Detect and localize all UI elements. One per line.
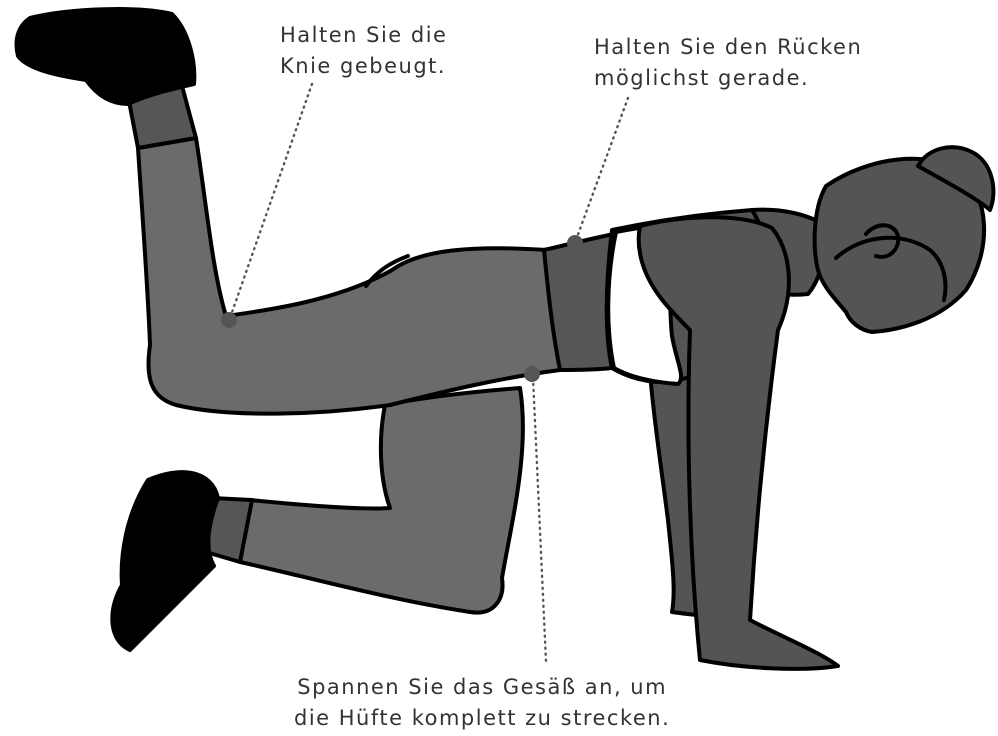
knees-leader-line: [230, 84, 312, 318]
support-shoe: [112, 472, 218, 650]
knees-annotation-line-1: Halten Sie die: [280, 20, 447, 51]
back-annotation-line-1: Halten Sie den Rücken: [594, 32, 862, 63]
waistband: [544, 234, 614, 370]
supporting-leg: [240, 388, 523, 613]
glutes-annotation-line-1: Spannen Sie das Gesäß an, um: [294, 672, 670, 703]
raised-shoe: [17, 9, 195, 104]
raised-leg: [138, 138, 560, 414]
glutes-annotation-line-2: die Hüfte komplett zu strecken.: [294, 703, 670, 734]
back-marker: [567, 235, 583, 251]
knees-marker: [221, 312, 237, 328]
glutes-leader-line: [533, 378, 546, 662]
back-annotation: Halten Sie den Rücken möglichst gerade.: [594, 32, 862, 94]
glutes-annotation: Spannen Sie das Gesäß an, um die Hüfte k…: [294, 672, 670, 734]
glutes-marker: [524, 366, 540, 382]
knees-annotation-line-2: Knie gebeugt.: [280, 51, 447, 82]
back-leader-line: [576, 98, 628, 240]
back-annotation-line-2: möglichst gerade.: [594, 63, 862, 94]
knees-annotation: Halten Sie die Knie gebeugt.: [280, 20, 447, 82]
